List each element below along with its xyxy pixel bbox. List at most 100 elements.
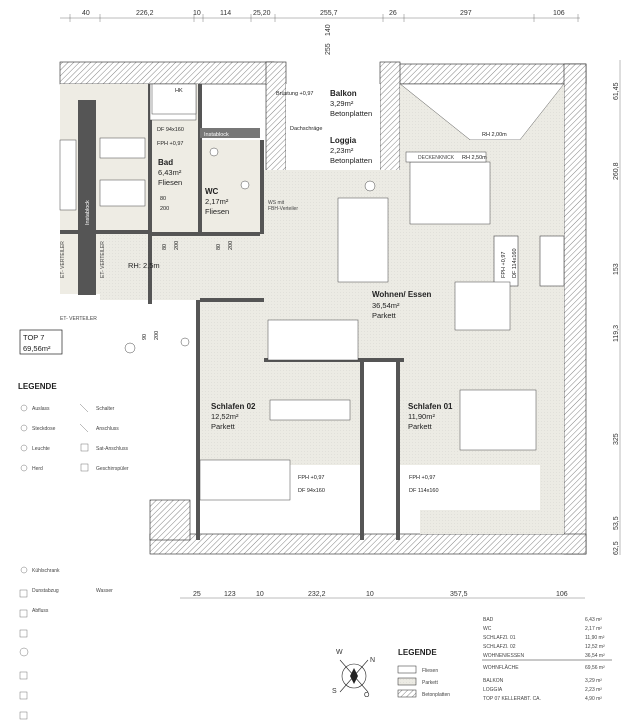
dim-top-4: 114	[220, 10, 231, 17]
outer-walls	[59, 61, 587, 555]
dim-right-5: 325	[613, 433, 620, 445]
door-bad-200: 200	[160, 206, 169, 212]
room-schlafen02-name: Schlafen 02	[211, 402, 256, 411]
dim-top-9: 106	[553, 10, 565, 17]
dim-right-7: 62,5	[613, 541, 620, 555]
area-value-1: 6,43 m²	[585, 617, 602, 623]
room-wc-name: WC	[205, 187, 219, 196]
dim-bottom-7: 106	[556, 591, 568, 598]
dim-vert-255: 255	[325, 43, 332, 55]
legend-left-item-6: Sat-Anschluss	[96, 446, 128, 452]
plan-annotations: Brüstung +0,97 Dachschräge Instablock In…	[60, 88, 518, 494]
room-wc-floor: Fliesen	[205, 207, 229, 216]
legend-bottom-item-2: Parkett	[422, 680, 438, 686]
legend-bottom-title: LEGENDE	[398, 648, 437, 657]
room-balkon-floor: Betonplatten	[330, 109, 372, 118]
area-label-3: SCHLAFZI. 01	[483, 635, 516, 641]
dim-bottom-4: 232,2	[308, 591, 326, 598]
room-wc-area: 2,17m²	[205, 197, 229, 206]
room-loggia-floor: Betonplatten	[330, 156, 372, 165]
area-value-8: 2,23 m²	[585, 687, 602, 693]
area-label-8: LOGGIA	[483, 687, 503, 693]
top-label-name: TOP 7	[23, 333, 44, 342]
compass-o: O	[364, 692, 370, 699]
legend-left-item-3: Steckdose	[32, 426, 56, 432]
room-loggia-name: Loggia	[330, 136, 357, 145]
door-3-80: 80	[216, 244, 222, 250]
room-schlafen01: Schlafen 01 11,90m² Parkett	[408, 402, 453, 431]
note-fph-3: FPH +0,97	[298, 475, 324, 481]
room-schlafen02-floor: Parkett	[211, 422, 236, 431]
room-bad-area: 6,43m²	[158, 168, 182, 177]
door-4-90: 90	[142, 334, 148, 340]
area-label-6: WOHNFLÄCHE	[483, 664, 519, 671]
legend-left-item-2: Schalter	[96, 406, 115, 412]
dim-bottom-1: 25	[193, 591, 201, 598]
room-schlafen02-area: 12,52m²	[211, 412, 239, 421]
room-bad-floor: Fliesen	[158, 178, 182, 187]
room-schlafen02: Schlafen 02 12,52m² Parkett	[211, 402, 256, 431]
legend-bottom-item-1: Fliesen	[422, 668, 438, 674]
note-df-3: DF 114x160	[512, 248, 518, 278]
area-value-2: 2,17 m²	[585, 626, 602, 632]
area-value-7: 3,29 m²	[585, 678, 602, 684]
compass-s: S	[332, 688, 337, 695]
compass-n: N	[370, 657, 375, 664]
note-df-1: DF 94x160	[157, 127, 184, 133]
dim-top-1: 40	[82, 10, 90, 17]
note-fph-1: FPH +0,97	[157, 141, 183, 147]
dim-bottom-2: 123	[224, 591, 236, 598]
room-schlafen01-floor: Parkett	[408, 422, 433, 431]
dim-right-2: 260,8	[613, 162, 620, 180]
area-value-6: 69,56 m²	[585, 665, 605, 671]
note-bruestung: Brüstung +0,97	[276, 91, 313, 97]
legend-left-item-11: Wasser	[96, 588, 113, 594]
area-value-3: 11,90 m²	[585, 635, 605, 641]
compass-w: W	[336, 649, 343, 656]
room-wc: WC 2,17m² Fliesen	[205, 187, 229, 216]
area-label-4: SCHLAFZI. 02	[483, 644, 516, 650]
dim-top-5: 25,20	[253, 10, 271, 17]
note-rh1: RH 2,00m	[482, 132, 507, 138]
dim-top-7: 26	[389, 10, 397, 17]
dim-top-6: 255,7	[320, 10, 338, 17]
area-value-5: 36,54 m²	[585, 653, 605, 659]
dim-top-8: 297	[460, 10, 472, 17]
note-df-2: DF 94x160	[298, 488, 325, 494]
legend-left-title: LEGENDE	[18, 382, 57, 391]
legend-left-item-4: Anschluss	[96, 426, 119, 432]
note-rh2: RH 2,50m	[462, 155, 487, 161]
room-balkon-name: Balkon	[330, 89, 357, 98]
door-bad-80: 80	[160, 196, 166, 202]
note-ws: WS mit	[268, 200, 285, 206]
legend-bottom-item-3: Betonplatten	[422, 692, 450, 698]
legend-left-item-8: Geschirrspüler	[96, 466, 129, 472]
legend-left-item-9: Kühlschrank	[32, 568, 60, 574]
room-balkon: Balkon 3,29m² Betonplatten	[330, 89, 372, 118]
note-deckenknick: DECKENKNICK	[418, 155, 455, 161]
room-wohnen-area: 36,54m²	[372, 301, 400, 310]
note-et-verteiler-2: ET- VERTEILER	[100, 241, 106, 278]
top-label-area: 69,56m²	[23, 344, 51, 353]
note-et-verteiler-1: ET- VERTEILER	[60, 316, 97, 322]
dim-right-4: 119,3	[613, 325, 620, 342]
dim-top-3: 10	[193, 10, 201, 17]
area-table: BAD 6,43 m² WC 2,17 m² SCHLAFZI. 01 11,9…	[482, 617, 612, 702]
legend-left-item-7: Herd	[32, 466, 43, 472]
dim-bottom-6: 357,5	[450, 591, 468, 598]
dim-bottom-5: 10	[366, 591, 374, 598]
room-wohnen-floor: Parkett	[372, 311, 397, 320]
note-hk: HK	[175, 88, 183, 94]
legend-left-item-5: Leuchte	[32, 446, 50, 452]
note-fph-4: FPH +0,97	[409, 475, 435, 481]
dim-vert-140: 140	[325, 24, 332, 36]
note-rh: RH: 2,5m	[128, 261, 160, 270]
dim-right-1: 61,45	[613, 82, 620, 100]
area-label-5: WOHNEN/ESSEN	[483, 653, 525, 659]
dim-top-2: 226,2	[136, 10, 154, 17]
door-3-200: 200	[228, 241, 234, 250]
room-bad-name: Bad	[158, 158, 173, 167]
note-dachschraege: Dachschräge	[290, 126, 322, 132]
room-loggia-area: 2,23m²	[330, 146, 354, 155]
